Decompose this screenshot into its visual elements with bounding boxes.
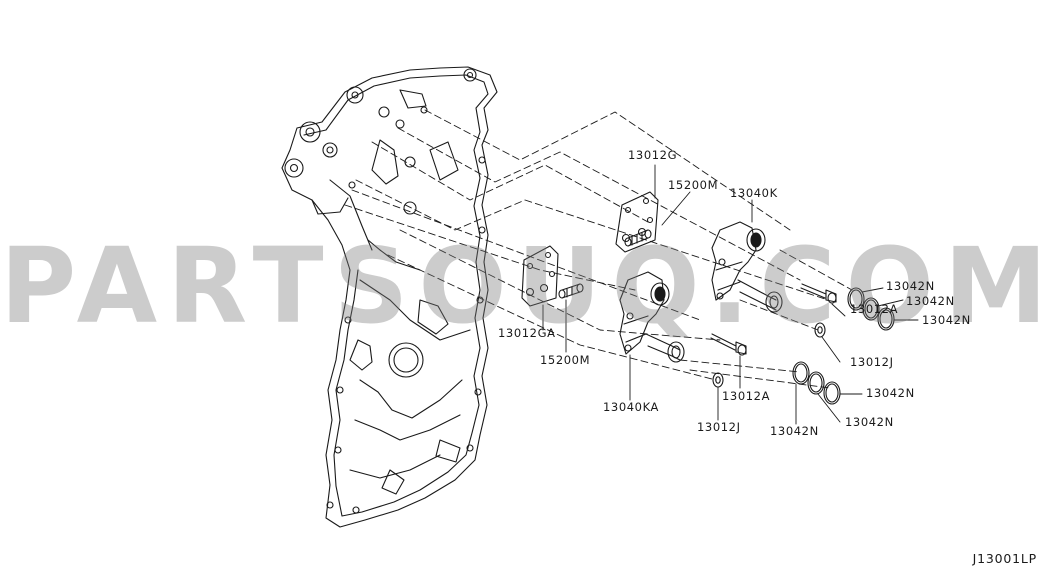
washer-13012j-bottom [712, 372, 724, 388]
bolt-13012a-bottom [710, 333, 747, 356]
o-rings-13042n-top [847, 287, 895, 331]
label-13012ga: 13012GA [498, 326, 556, 340]
label-13042n-3: 13042N [922, 313, 971, 327]
label-15200m-bottom: 15200M [540, 353, 591, 367]
label-13012a-top: 13012A [850, 302, 899, 316]
label-13040k: 13040K [730, 186, 778, 200]
leader-lines [542, 164, 919, 425]
gasket-plate-13012g [615, 191, 659, 253]
washer-13012j-top [814, 322, 826, 338]
label-13012a-bottom: 13012A [722, 389, 771, 403]
label-13012g: 13012G [628, 148, 678, 162]
label-13042n-1: 13042N [886, 279, 935, 293]
assembly-lines [344, 109, 853, 389]
part-15200m-top [624, 229, 652, 247]
gasket-plate-13012ga [521, 245, 559, 307]
part-15200m-bottom [558, 283, 584, 299]
label-13012j-top: 13012J [850, 355, 894, 369]
chain-tensioner-13040ka [619, 271, 685, 363]
label-15200m-top: 15200M [668, 178, 719, 192]
label-13042n-5: 13042N [845, 415, 894, 429]
label-13042n-4: 13042N [770, 424, 819, 438]
diagram-code: J13001LP [972, 551, 1037, 566]
o-rings-13042n-bottom [792, 361, 841, 405]
label-13012j-bottom: 13012J [697, 420, 741, 434]
bolt-13012a-top [800, 283, 837, 304]
label-13042n-6: 13042N [866, 386, 915, 400]
label-13040ka: 13040KA [603, 400, 659, 414]
chain-tensioner-13040k [711, 221, 783, 313]
front-cover [281, 66, 498, 528]
label-13042n-2: 13042N [906, 294, 955, 308]
